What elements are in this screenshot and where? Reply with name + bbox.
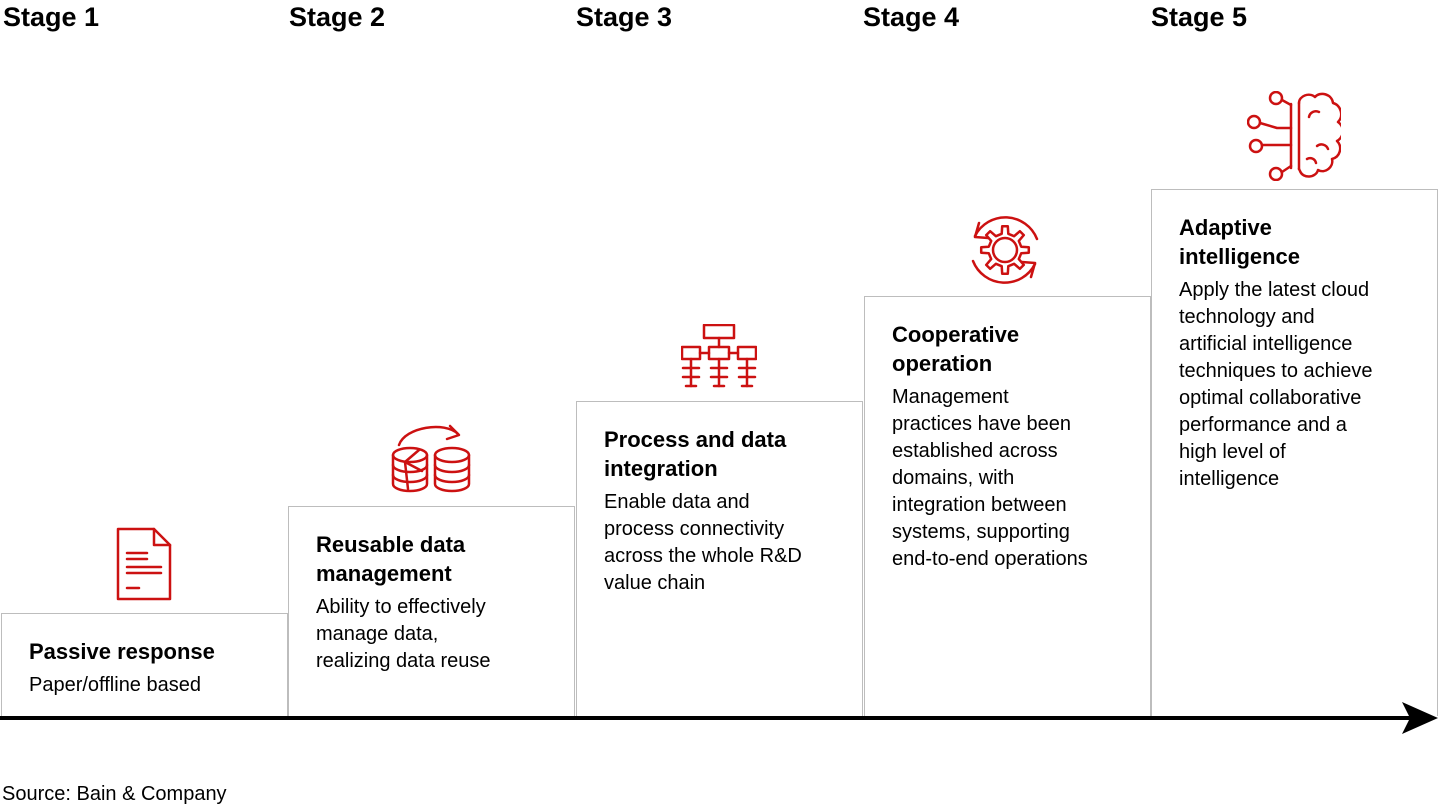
step-cooperative-operation: Cooperative operation Management practic… [864, 296, 1151, 716]
step-process-and-data-integration: Process and data integration Enable data… [576, 401, 863, 716]
stage-1-header: Stage 1 [3, 2, 100, 32]
step-description: Enable data and process connectivity acr… [604, 491, 802, 594]
step-description: Paper/offline based [29, 674, 201, 696]
stage-2-header: Stage 2 [289, 2, 386, 32]
step-title: Process and data integration [604, 427, 787, 481]
step-passive-response: Passive response Paper/offline based [1, 613, 288, 716]
stage-3-header: Stage 3 [576, 2, 673, 32]
step-reusable-data-management: Reusable data management Ability to effe… [288, 506, 575, 716]
step-adaptive-intelligence: Adaptive intelligence Apply the latest c… [1151, 189, 1438, 716]
hierarchy-icon [681, 324, 757, 388]
database-reuse-icon [385, 420, 477, 500]
step-description: Management practices have been establish… [892, 386, 1088, 570]
step-description: Apply the latest cloud technology and ar… [1179, 279, 1373, 490]
axis-arrowhead-icon [1402, 702, 1438, 734]
step-title: Reusable data management [316, 532, 466, 586]
step-title: Passive response [29, 639, 215, 664]
source-note: Source: Bain & Company [2, 783, 227, 805]
document-icon [116, 527, 172, 601]
axis-arrow-line [0, 716, 1412, 720]
step-title: Cooperative operation [892, 322, 1020, 376]
gear-cycle-icon [965, 210, 1045, 290]
stage-4-header: Stage 4 [863, 2, 960, 32]
step-title: Adaptive intelligence [1179, 215, 1301, 269]
step-description: Ability to effectively manage data, real… [316, 596, 491, 672]
brain-circuit-icon [1247, 91, 1341, 181]
stage-5-header: Stage 5 [1151, 2, 1248, 32]
